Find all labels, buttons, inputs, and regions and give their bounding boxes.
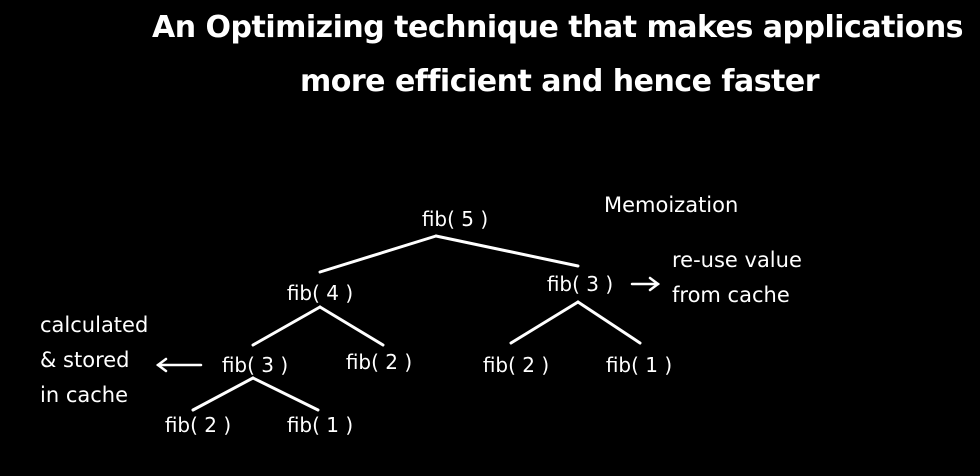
heading-line-2: more efficient and hence faster	[300, 64, 820, 99]
node-fib2-middle: fib( 2 )	[346, 350, 412, 374]
node-fib2-leaf: fib( 2 )	[165, 413, 231, 437]
edge-fib5-fib3	[434, 234, 580, 268]
edge-fib3-leaf-fib1	[251, 376, 320, 412]
edge-fib4-fib2	[318, 305, 385, 347]
edge-fib3-fib2	[509, 300, 580, 345]
heading-line-1: An Optimizing technique that makes appli…	[152, 10, 964, 45]
edge-fib3-fib1	[576, 300, 642, 345]
node-fib1-leaf: fib( 1 )	[287, 413, 353, 437]
edge-fib3-leaf-fib2	[191, 376, 255, 412]
node-fib1-right: fib( 1 )	[606, 353, 672, 377]
left-arrow-icon	[155, 357, 203, 373]
note-calculated-line3: in cache	[40, 383, 128, 407]
note-calculated-line1: calculated	[40, 313, 148, 337]
note-reuse-line2: from cache	[672, 283, 790, 307]
edge-fib4-fib3	[251, 305, 322, 347]
edge-fib5-fib4	[318, 234, 438, 274]
node-fib5: fib( 5 )	[422, 207, 488, 231]
node-fib3-left: fib( 3 )	[222, 353, 288, 377]
node-fib4: fib( 4 )	[287, 281, 353, 305]
note-calculated-line2: & stored	[40, 348, 130, 372]
note-reuse-line1: re-use value	[672, 248, 802, 272]
memoization-label: Memoization	[604, 193, 738, 217]
node-fib3-right: fib( 3 )	[547, 272, 613, 296]
right-arrow-icon	[630, 276, 661, 292]
node-fib2-right: fib( 2 )	[483, 353, 549, 377]
